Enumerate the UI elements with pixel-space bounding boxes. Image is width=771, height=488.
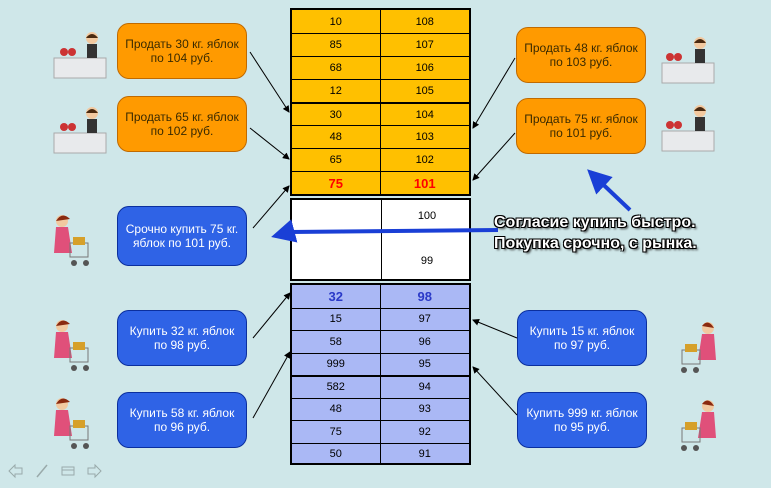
bubble-buy-urgent: Срочно купить 75 кг. яблок по 101 руб. — [117, 206, 247, 266]
order-row: 48 103 — [292, 125, 469, 148]
price-cell: 96 — [418, 335, 431, 348]
arrow-buy-999 — [472, 366, 518, 416]
buyer-icon — [54, 398, 89, 449]
price-cell: 105 — [415, 85, 434, 97]
seller-icon — [53, 107, 107, 154]
qty-cell: 75 — [292, 421, 381, 443]
order-row: 75 101 — [292, 171, 469, 194]
order-row: 10 108 — [292, 10, 469, 33]
order-row: 582 94 — [292, 375, 469, 398]
price-cell: 102 — [415, 154, 434, 166]
seller-icon — [661, 105, 715, 152]
qty-cell: 15 — [292, 308, 381, 330]
qty-cell: 12 — [292, 80, 381, 102]
nav-forward-icon[interactable] — [86, 463, 102, 479]
callout-line-1: Согласие купить быстро. — [494, 214, 696, 231]
spread-gap: 100 99 — [290, 198, 471, 281]
seller-icon — [53, 32, 107, 79]
sell-orders-table: 10 108 85 107 68 106 12 105 30 104 48 103 65 102 75 101 — [290, 8, 471, 196]
order-row: 85 107 — [292, 33, 469, 56]
price-cell: 93 — [418, 403, 431, 416]
price-cell: 104 — [415, 108, 434, 121]
price-cell: 94 — [418, 381, 431, 394]
qty-cell: 50 — [292, 443, 381, 465]
price-cell: 106 — [415, 62, 434, 74]
order-row: 12 105 — [292, 79, 469, 102]
order-row: 58 96 — [292, 330, 469, 353]
gap-divider — [380, 200, 382, 279]
qty-cell: 48 — [292, 126, 381, 148]
price-cell: 92 — [418, 425, 431, 438]
buyer-icon — [54, 320, 89, 371]
order-row: 50 91 — [292, 442, 469, 465]
price-cell: 91 — [418, 448, 431, 461]
arrow-sell-75 — [472, 132, 516, 181]
qty-cell: 65 — [292, 149, 381, 171]
bubble-sell-30: Продать 30 кг. яблок по 104 руб. — [117, 23, 247, 79]
price-cell: 101 — [413, 175, 436, 191]
arrow-buy-58 — [252, 351, 291, 419]
arrow-sell-65 — [249, 127, 290, 160]
qty-cell: 58 — [292, 331, 381, 353]
order-row: 48 93 — [292, 397, 469, 420]
qty-cell: 10 — [292, 10, 381, 33]
price-cell: 108 — [415, 15, 434, 28]
bubble-buy-999: Купить 999 кг. яблок по 95 руб. — [517, 392, 647, 448]
order-row: 999 95 — [292, 352, 469, 375]
qty-cell: 582 — [292, 377, 381, 398]
qty-cell: 68 — [292, 57, 381, 79]
qty-cell: 48 — [292, 398, 381, 420]
buyer-icon — [681, 322, 716, 373]
order-row: 65 102 — [292, 148, 469, 171]
bubble-buy-58: Купить 58 кг. яблок по 96 руб. — [117, 392, 247, 448]
bubble-buy-32: Купить 32 кг. яблок по 98 руб. — [117, 310, 247, 366]
bubble-sell-75: Продать 75 кг. яблок по 101 руб. — [516, 98, 646, 154]
callout-arrow-up — [587, 169, 632, 212]
order-row: 32 98 — [292, 285, 469, 308]
buyer-icon — [54, 215, 89, 266]
slide-navigation — [8, 463, 102, 479]
seller-icon — [661, 37, 715, 84]
price-cell: 95 — [418, 358, 431, 371]
arrow-buy-15 — [472, 319, 518, 339]
arrow-sell-48 — [472, 57, 516, 129]
bubble-buy-15: Купить 15 кг. яблок по 97 руб. — [517, 310, 647, 366]
bubble-sell-65: Продать 65 кг. яблок по 102 руб. — [117, 96, 247, 152]
price-cell: 103 — [415, 131, 434, 143]
buyer-icon — [681, 400, 716, 451]
gap-price-upper: 100 — [417, 210, 437, 222]
price-cell: 98 — [417, 288, 432, 304]
order-row: 75 92 — [292, 420, 469, 443]
order-row: 68 106 — [292, 56, 469, 79]
qty-cell: 999 — [292, 353, 381, 375]
bubble-sell-48: Продать 48 кг. яблок по 103 руб. — [516, 27, 646, 83]
qty-cell: 30 — [292, 104, 381, 125]
arrow-buy-urgent — [252, 185, 290, 229]
nav-menu-icon[interactable] — [60, 463, 76, 479]
callout-line-2: Покупка срочно, с рынка. — [494, 235, 697, 252]
arrow-buy-32 — [252, 292, 291, 339]
gap-price-lower: 99 — [420, 255, 434, 267]
nav-pen-icon[interactable] — [34, 463, 50, 479]
qty-cell: 32 — [292, 285, 381, 308]
qty-cell: 75 — [292, 172, 381, 194]
callout-note: Согласие купить быстро. Покупка срочно, … — [494, 212, 697, 254]
order-row: 30 104 — [292, 102, 469, 125]
price-cell: 107 — [415, 39, 434, 51]
price-cell: 97 — [418, 313, 431, 326]
nav-back-icon[interactable] — [8, 463, 24, 479]
arrow-sell-30 — [249, 51, 290, 113]
qty-cell: 85 — [292, 34, 381, 56]
